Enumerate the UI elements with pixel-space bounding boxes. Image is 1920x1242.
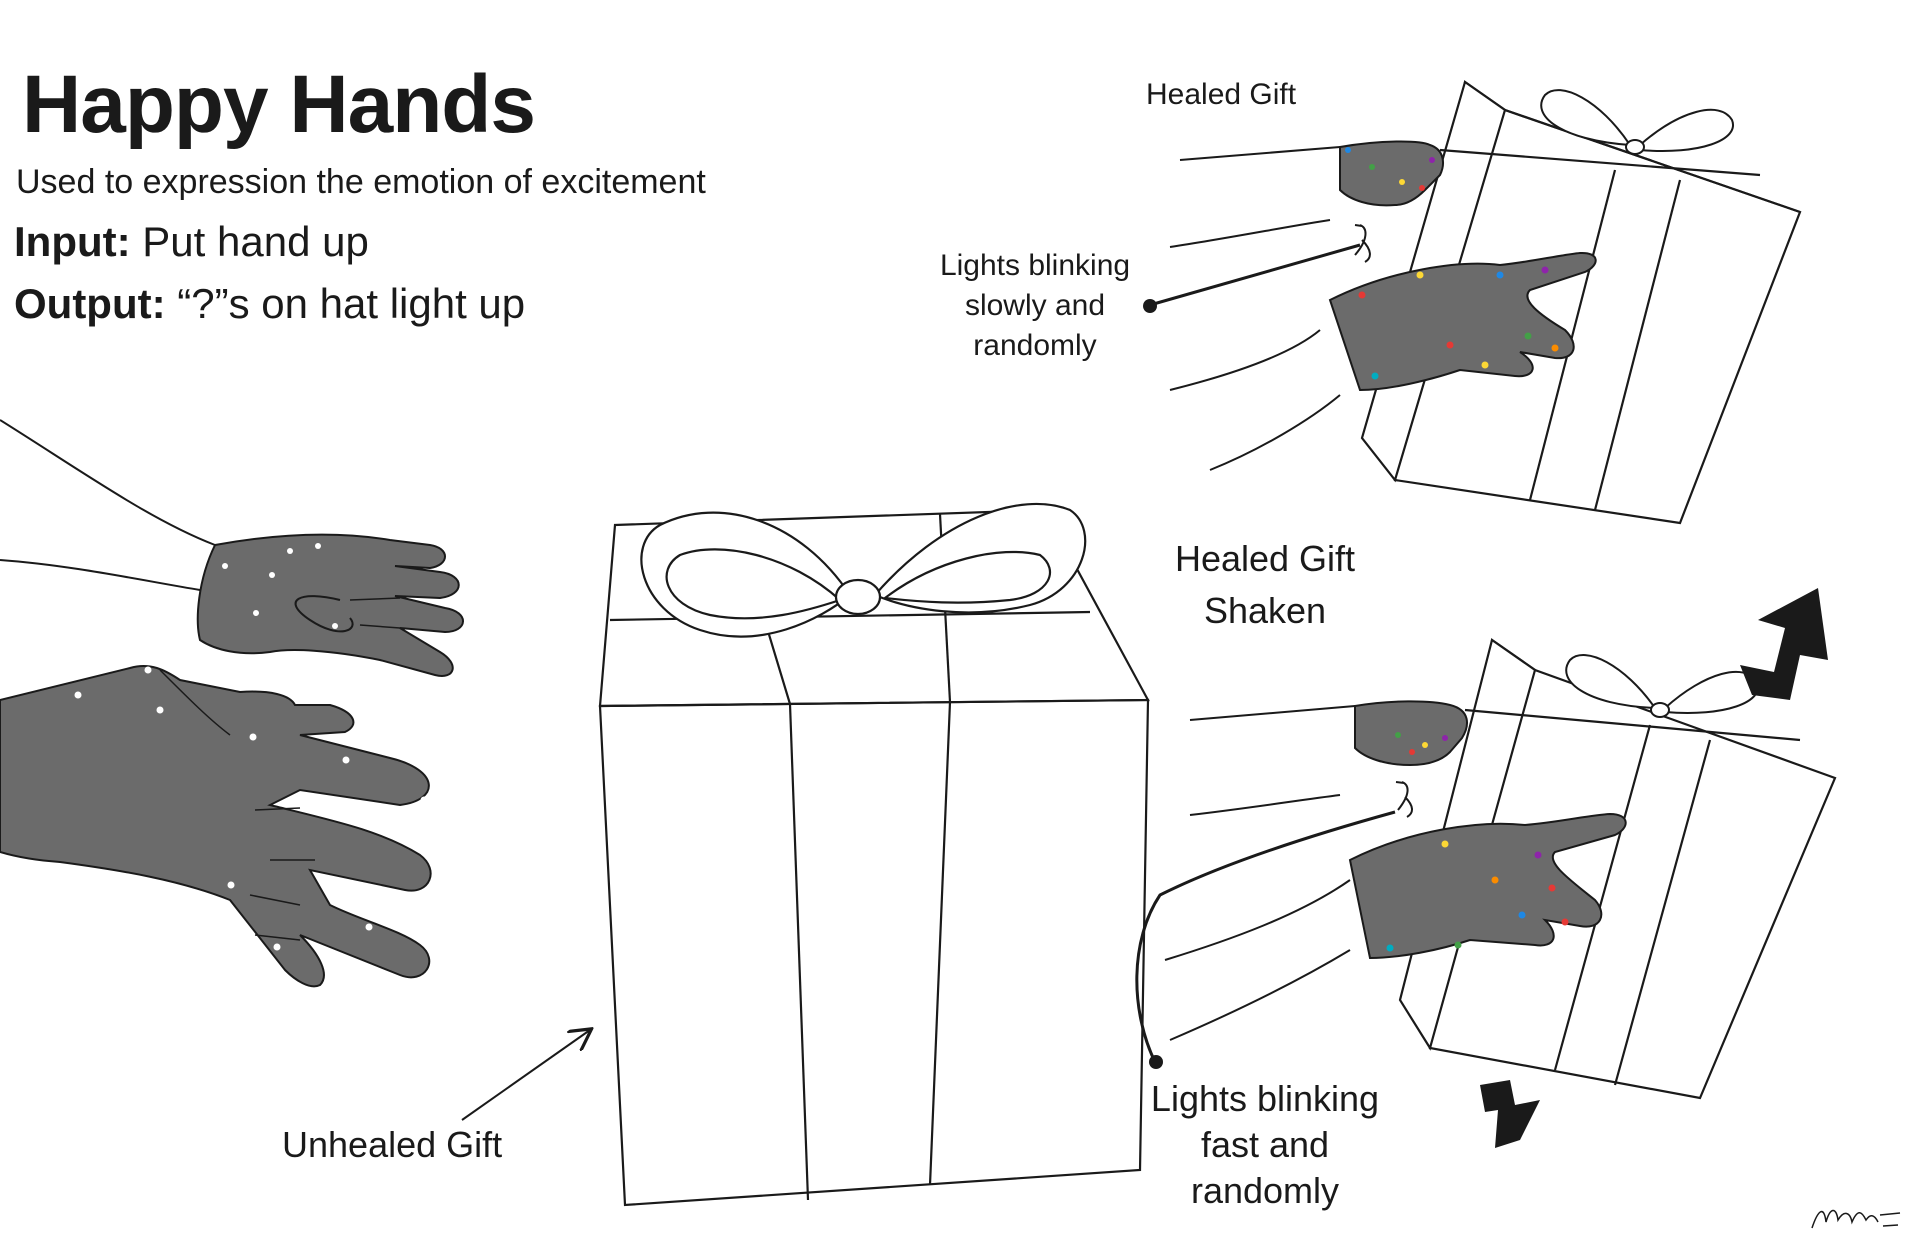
lower-left-hand-icon (0, 664, 432, 988)
bottom-right-upper-hand-icon (1354, 700, 1468, 767)
input-line: Input: Put hand up (14, 218, 369, 266)
label-healed-gift-shaken: Healed Gift Shaken (1145, 533, 1385, 637)
unhealed-bow-icon (640, 502, 1087, 638)
arrow-up-icon (1740, 588, 1828, 700)
arrow-down-icon (1480, 1080, 1540, 1148)
bottom-right-lower-hand-icon (1348, 812, 1627, 960)
output-line: Output: “?”s on hat light up (14, 280, 525, 328)
label-lights-fast: Lights blinking fast and randomly (1140, 1076, 1390, 1214)
label-lights-slow-line: randomly (973, 329, 1097, 362)
input-label: Input: (14, 218, 131, 265)
label-lights-slow: Lights blinking slowly and randomly (930, 246, 1140, 366)
top-right-lower-hand-icon (1328, 251, 1597, 392)
output-label: Output: (14, 280, 166, 327)
label-lights-slow-line: Lights blinking (939, 249, 1131, 282)
top-right-bow-icon (1540, 89, 1734, 155)
label-lights-slow-line: slowly and (964, 289, 1106, 322)
top-right-arms (1169, 146, 1341, 471)
label-healed-gift: Healed Gift (1146, 78, 1297, 111)
label-lights-fast-line: fast and (1200, 1124, 1330, 1165)
unhealed-pointer-arrow (461, 1030, 590, 1121)
output-text: “?”s on hat light up (177, 280, 526, 327)
label-shaken-line: Healed Gift (1174, 538, 1356, 579)
fast-lights-pointer (1135, 810, 1396, 1063)
input-text: Put hand up (142, 218, 369, 265)
slow-lights-pointer-dot (1143, 299, 1157, 313)
signature-icon (1811, 1209, 1901, 1229)
label-shaken-line: Shaken (1203, 590, 1327, 631)
label-lights-fast-line: Lights blinking (1150, 1078, 1380, 1119)
upper-left-hand-icon (0, 419, 464, 677)
motion-mark-icon (1395, 781, 1413, 818)
bottom-right-arms (1164, 705, 1356, 1041)
top-right-upper-hand-icon (1339, 140, 1444, 207)
page-title: Happy Hands (22, 59, 536, 150)
slow-lights-pointer (1149, 243, 1361, 307)
label-unhealed-gift: Unhealed Gift (282, 1124, 503, 1165)
motion-mark-icon (1354, 224, 1371, 263)
page-subtitle: Used to expression the emotion of excite… (16, 163, 706, 201)
label-lights-fast-line: randomly (1190, 1170, 1340, 1211)
fast-lights-pointer-dot (1149, 1055, 1163, 1069)
